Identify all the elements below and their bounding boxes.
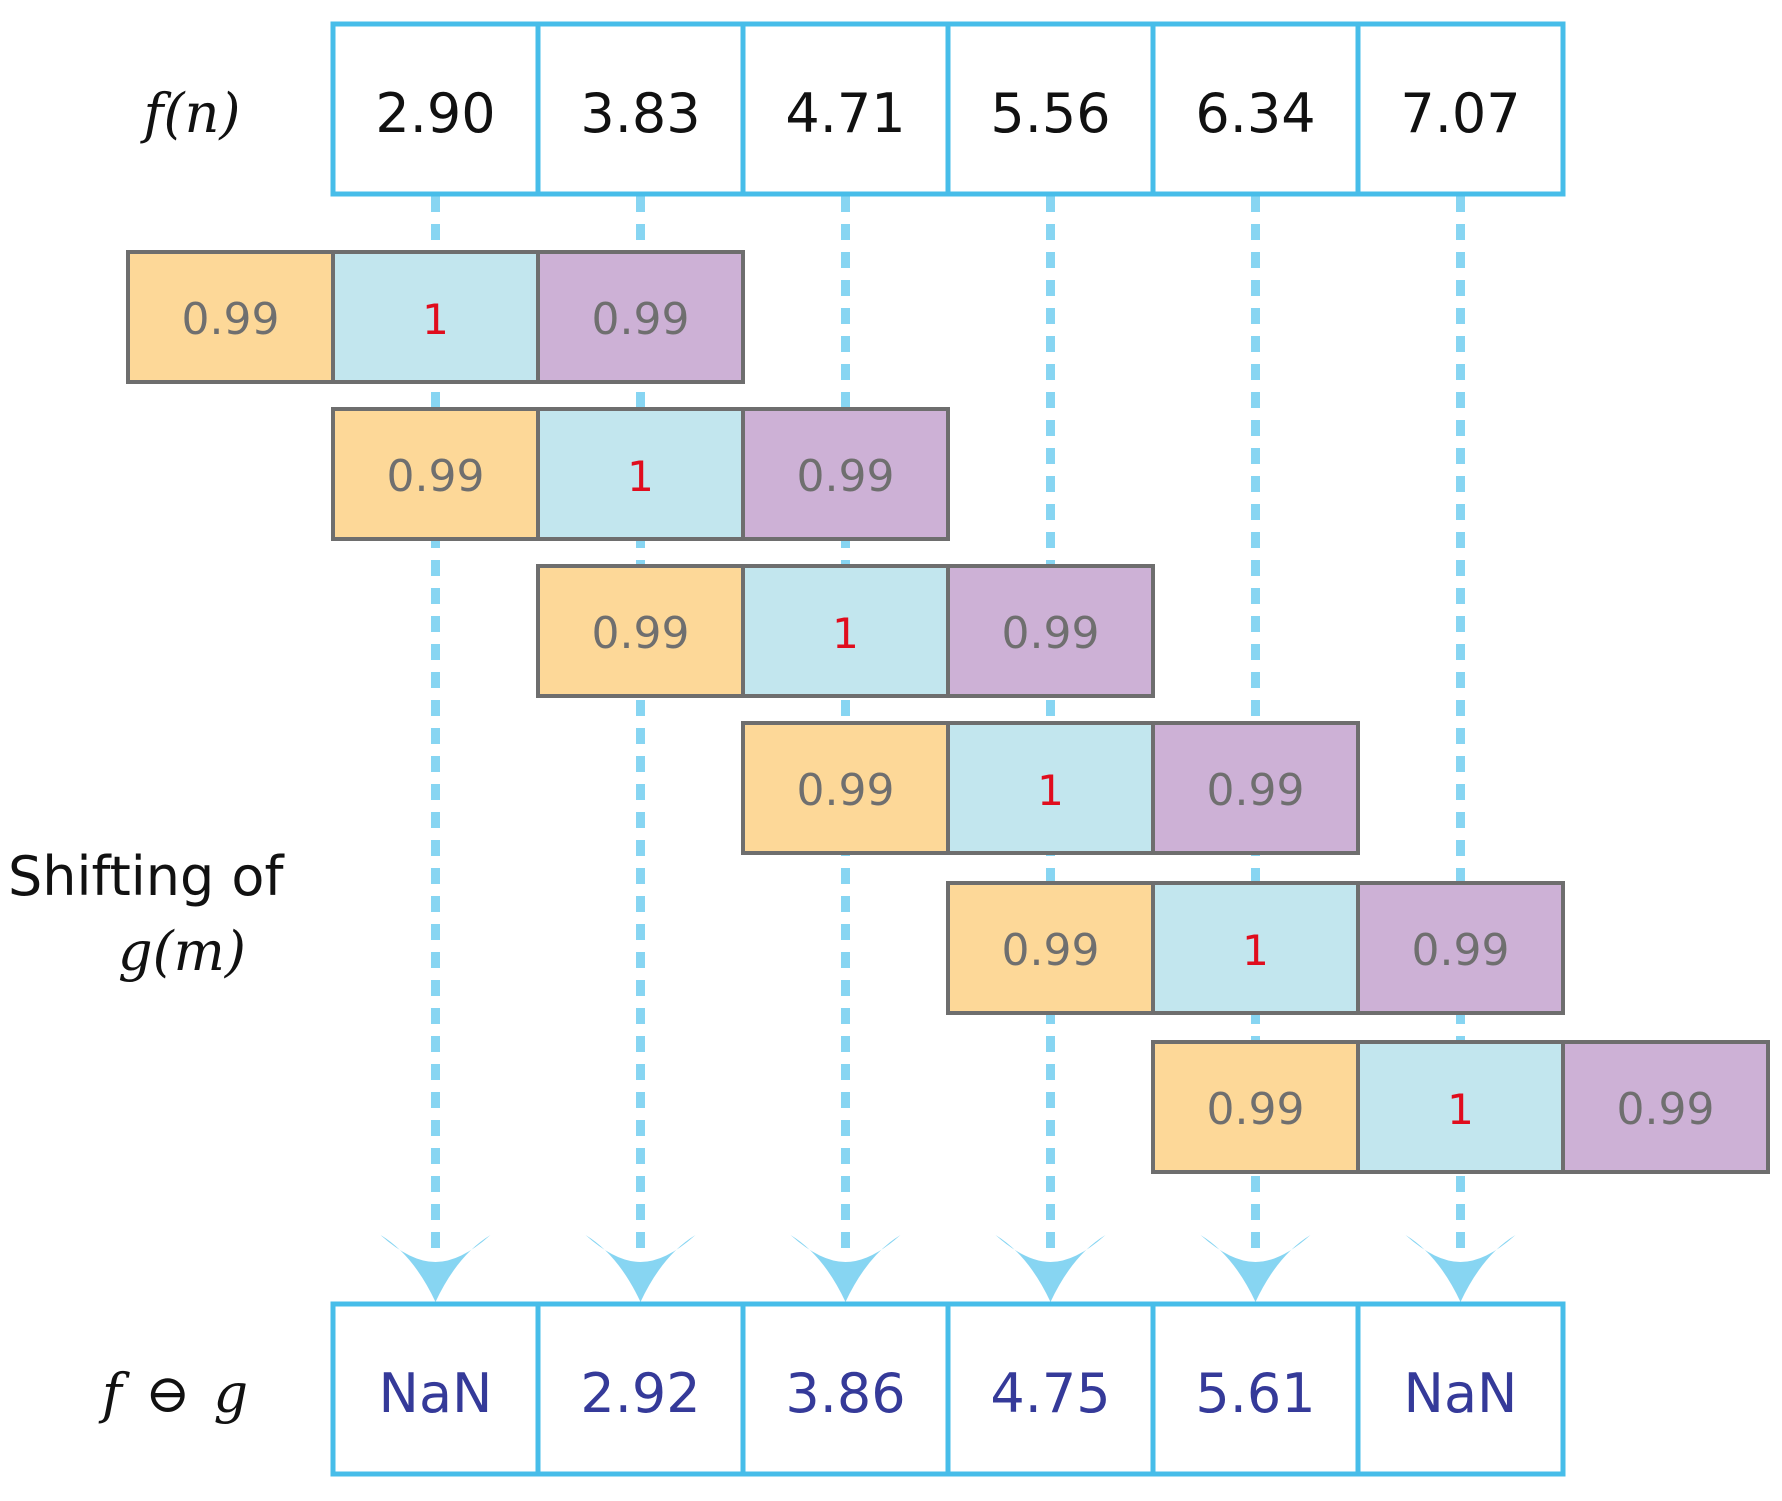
kernel-cell (741, 721, 950, 855)
result-cell (1150, 1301, 1361, 1477)
kernel-value: 0.99 (1207, 765, 1305, 816)
f-cell (330, 21, 541, 197)
kernel-value: 0.99 (797, 765, 895, 816)
kernel-row: 0.99 1 0.99 (1151, 1040, 1770, 1174)
result-cell (1355, 1301, 1566, 1477)
f-row: 2.90 3.83 4.71 5.56 6.34 7.07 (330, 21, 1566, 197)
shift-label-line2: g(m) (118, 920, 246, 983)
result-row: NaN 2.92 3.86 4.75 5.61 NaN (330, 1301, 1566, 1477)
kernel-value: 0.99 (1617, 1084, 1715, 1135)
f-value: 2.90 (375, 82, 495, 145)
kernel-value: 0.99 (592, 294, 690, 345)
result-cell (535, 1301, 746, 1477)
f-cell (1355, 21, 1566, 197)
result-value: NaN (379, 1362, 493, 1425)
f-value: 7.07 (1400, 82, 1520, 145)
kernel-row: 0.99 1 0.99 (126, 250, 745, 384)
result-value: 2.92 (580, 1362, 700, 1425)
f-value: 5.56 (990, 82, 1110, 145)
kernel-cell (946, 564, 1155, 698)
kernel-value: 0.99 (1002, 925, 1100, 976)
f-cell (945, 21, 1156, 197)
kernel-value: 1 (1037, 766, 1064, 815)
f-label: f(n) (140, 82, 241, 145)
kernel-value: 0.99 (1002, 608, 1100, 659)
result-label: f ⊖ g (98, 1362, 248, 1425)
kernel-value: 0.99 (1207, 1084, 1305, 1135)
kernel-row: 0.99 1 0.99 (946, 881, 1565, 1015)
kernel-value: 0.99 (1412, 925, 1510, 976)
result-cell (740, 1301, 951, 1477)
kernel-value: 1 (832, 609, 859, 658)
kernel-value: 0.99 (592, 608, 690, 659)
kernel-value: 1 (627, 452, 654, 501)
result-label-f: f (98, 1362, 130, 1425)
kernel-cell (1561, 1040, 1770, 1174)
f-value: 4.71 (785, 82, 905, 145)
kernel-value: 1 (1242, 926, 1269, 975)
kernel-row: 0.99 1 0.99 (741, 721, 1360, 855)
down-arrow-icon (790, 1235, 901, 1302)
result-value: NaN (1404, 1362, 1518, 1425)
result-value: 4.75 (990, 1362, 1110, 1425)
result-value: 5.61 (1195, 1362, 1315, 1425)
result-label-operator: ⊖ (145, 1362, 190, 1425)
f-value: 6.34 (1195, 82, 1315, 145)
kernel-value: 0.99 (387, 451, 485, 502)
down-arrow-icon (1405, 1235, 1516, 1302)
down-arrow-icon (585, 1235, 696, 1302)
kernel-cell (946, 881, 1155, 1015)
kernel-value: 1 (422, 295, 449, 344)
kernel-cell (1151, 721, 1360, 855)
kernel-cell (536, 250, 745, 384)
kernel-row: 0.99 1 0.99 (331, 407, 950, 541)
kernel-value: 0.99 (182, 294, 280, 345)
kernel-cell (1151, 881, 1360, 1015)
kernel-cell (946, 721, 1155, 855)
kernel-value: 1 (1447, 1085, 1474, 1134)
result-cell (330, 1301, 541, 1477)
f-cell (740, 21, 951, 197)
f-cell (535, 21, 746, 197)
down-arrow-icon (995, 1235, 1106, 1302)
result-cell (945, 1301, 1156, 1477)
result-value: 3.86 (785, 1362, 905, 1425)
kernel-row: 0.99 1 0.99 (536, 564, 1155, 698)
kernel-cell (1356, 881, 1565, 1015)
kernel-cell (126, 250, 335, 384)
f-value: 3.83 (580, 82, 700, 145)
kernel-cell (331, 407, 540, 541)
kernel-cell (741, 407, 950, 541)
kernel-cell (331, 250, 540, 384)
result-label-g: g (214, 1362, 249, 1425)
shift-label-line1: Shifting of (8, 845, 285, 908)
down-arrow-icon (380, 1235, 491, 1302)
kernel-value: 0.99 (797, 451, 895, 502)
down-arrow-icon (1200, 1235, 1311, 1302)
